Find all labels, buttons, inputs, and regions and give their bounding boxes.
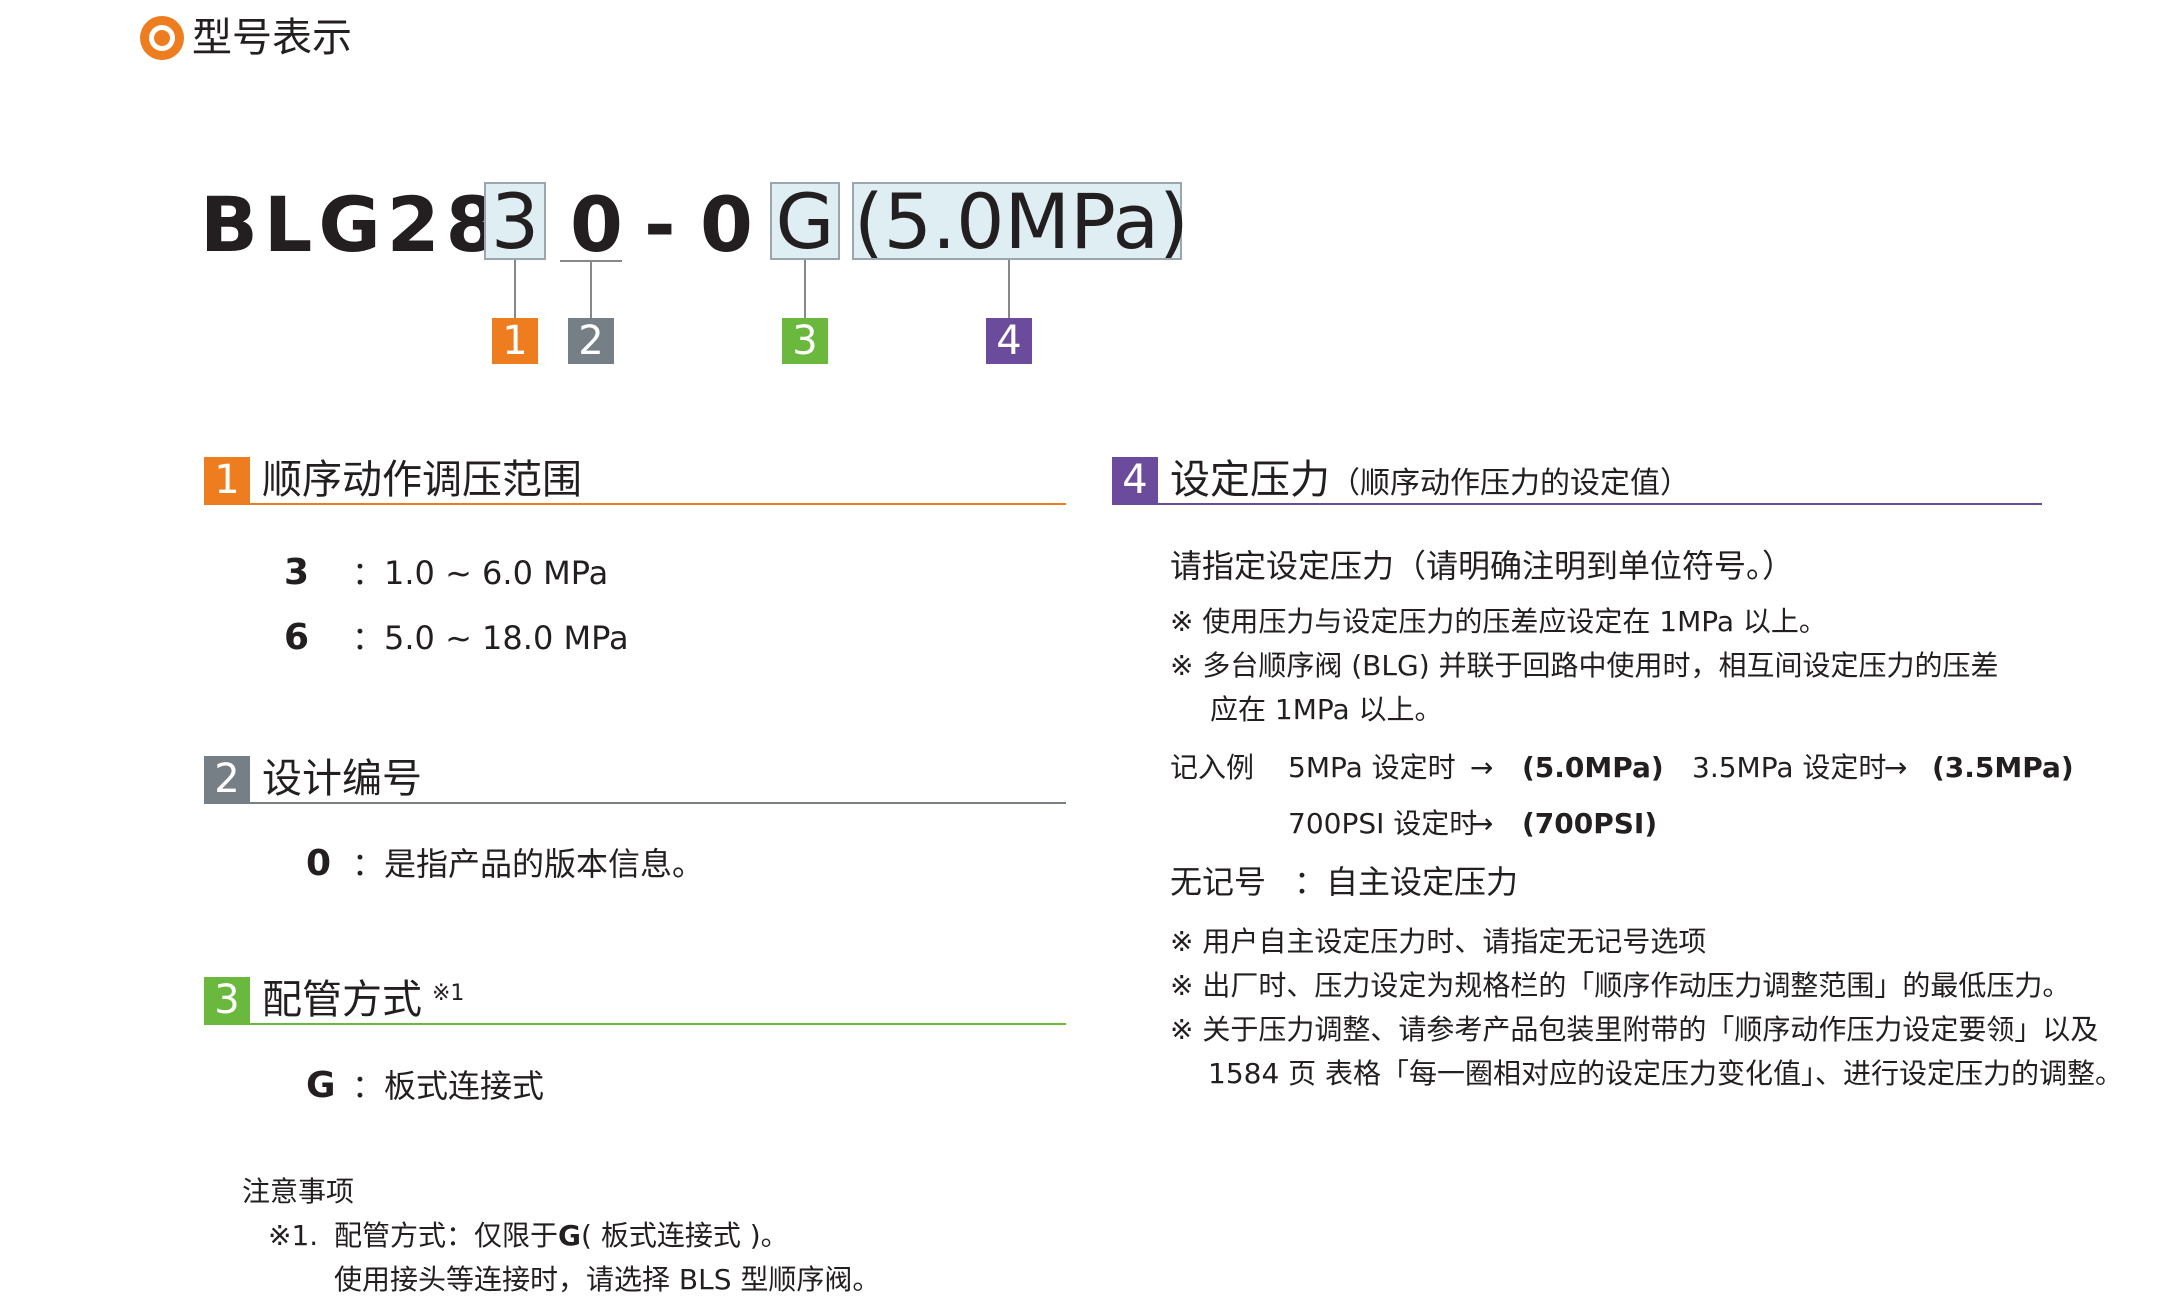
arrow-icon: →: [1884, 751, 1908, 784]
section-4-badge: 4: [1112, 457, 1158, 503]
caution-line-1-a: 配管方式：仅限于: [334, 1219, 559, 1252]
connector-1: [514, 260, 516, 320]
model-seg-1: 3: [484, 182, 546, 260]
model-prefix: BLG28: [200, 180, 505, 269]
option-key: G: [306, 1065, 336, 1106]
note-line: 应在 1MPa 以上。: [1210, 693, 1443, 726]
note-line: ※ 使用压力与设定压力的压差应设定在 1MPa 以上。: [1170, 605, 1827, 638]
section-2-rule: [204, 802, 1066, 804]
section-4-title-text: 设定压力: [1170, 457, 1330, 503]
footnote-mark: ※1: [432, 981, 465, 1006]
section-1-rule: [204, 503, 1066, 505]
section-1-badge: 1: [204, 457, 250, 503]
option-value: ：板式连接式: [352, 1067, 545, 1105]
note-line: ※ 出厂时、压力设定为规格栏的「顺序作动压力调整范围」的最低压力。: [1170, 969, 2071, 1002]
example-result: (5.0MPa): [1522, 751, 1664, 784]
section-1-title: 顺序动作调压范围: [262, 457, 582, 503]
option-value: ：是指产品的版本信息。: [352, 845, 705, 883]
model-seg-2: 0: [570, 180, 623, 269]
caution-line-1-c: ( 板式连接式 )。: [581, 1219, 789, 1252]
note-line: ※ 关于压力调整、请参考产品包装里附带的「顺序动作压力设定要领」以及: [1170, 1013, 2099, 1046]
section-4-lead: 请指定设定压力（请明确注明到单位符号。）: [1170, 547, 1795, 585]
example-text: 5MPa 设定时: [1288, 751, 1456, 784]
nomark-value: ：自主设定压力: [1294, 863, 1519, 901]
example-text: 3.5MPa 设定时: [1692, 751, 1887, 784]
example-text: 700PSI 设定时: [1288, 807, 1478, 840]
badge-4: 4: [986, 318, 1032, 364]
section-3-title: 配管方式 ※1: [262, 975, 464, 1025]
circle-bullet-icon: [140, 16, 184, 60]
nomark-label: 无记号: [1170, 863, 1267, 901]
caution-item-mark: ※1.: [268, 1219, 319, 1252]
model-seg-4: (5.0MPa): [852, 177, 1189, 266]
section-3-badge: 3: [204, 977, 250, 1023]
section-4-title: 设定压力（顺序动作压力的设定值）: [1170, 455, 1690, 509]
option-key: 0: [306, 843, 332, 884]
example-result: (700PSI): [1522, 807, 1658, 840]
example-result: (3.5MPa): [1932, 751, 2074, 784]
option-value: ：5.0 ~ 18.0 MPa: [352, 619, 629, 657]
note-line: ※ 多台顺序阀 (BLG) 并联于回路中使用时，相互间设定压力的压差: [1170, 649, 1999, 682]
page-title: 型号表示: [192, 15, 352, 61]
model-dash: -: [644, 180, 676, 269]
option-value: ：1.0 ~ 6.0 MPa: [352, 554, 609, 592]
model-seg-3: G: [770, 182, 840, 260]
model-seg-fixed: 0: [700, 180, 753, 269]
caution-heading: 注意事项: [242, 1175, 355, 1208]
note-line: ※ 用户自主设定压力时、请指定无记号选项: [1170, 925, 1707, 958]
option-key: 6: [284, 617, 310, 658]
seg-2-underline: [560, 260, 622, 262]
section-3-title-text: 配管方式: [262, 977, 422, 1023]
caution-line-2: 使用接头等连接时，请选择 BLS 型顺序阀。: [334, 1263, 881, 1296]
example-label: 记入例: [1170, 751, 1255, 784]
note-line: 1584 页 表格「每一圈相对应的设定压力变化值」、进行设定压力的调整。: [1208, 1057, 2124, 1090]
connector-3: [804, 260, 806, 320]
caution-line-1: 配管方式：仅限于G( 板式连接式 )。: [334, 1216, 789, 1256]
connector-4: [1008, 260, 1010, 320]
section-2-title: 设计编号: [262, 756, 422, 802]
badge-1: 1: [492, 318, 538, 364]
arrow-icon: →: [1470, 751, 1494, 784]
badge-2: 2: [568, 318, 614, 364]
caution-line-1-b: G: [558, 1219, 581, 1252]
section-2-badge: 2: [204, 756, 250, 802]
connector-2: [590, 262, 592, 320]
option-key: 3: [284, 552, 310, 593]
section-3-rule: [204, 1023, 1066, 1025]
arrow-icon: →: [1470, 807, 1494, 840]
section-4-subtitle: （顺序动作压力的设定值）: [1330, 466, 1690, 501]
badge-3: 3: [782, 318, 828, 364]
section-4-rule: [1112, 503, 2042, 505]
